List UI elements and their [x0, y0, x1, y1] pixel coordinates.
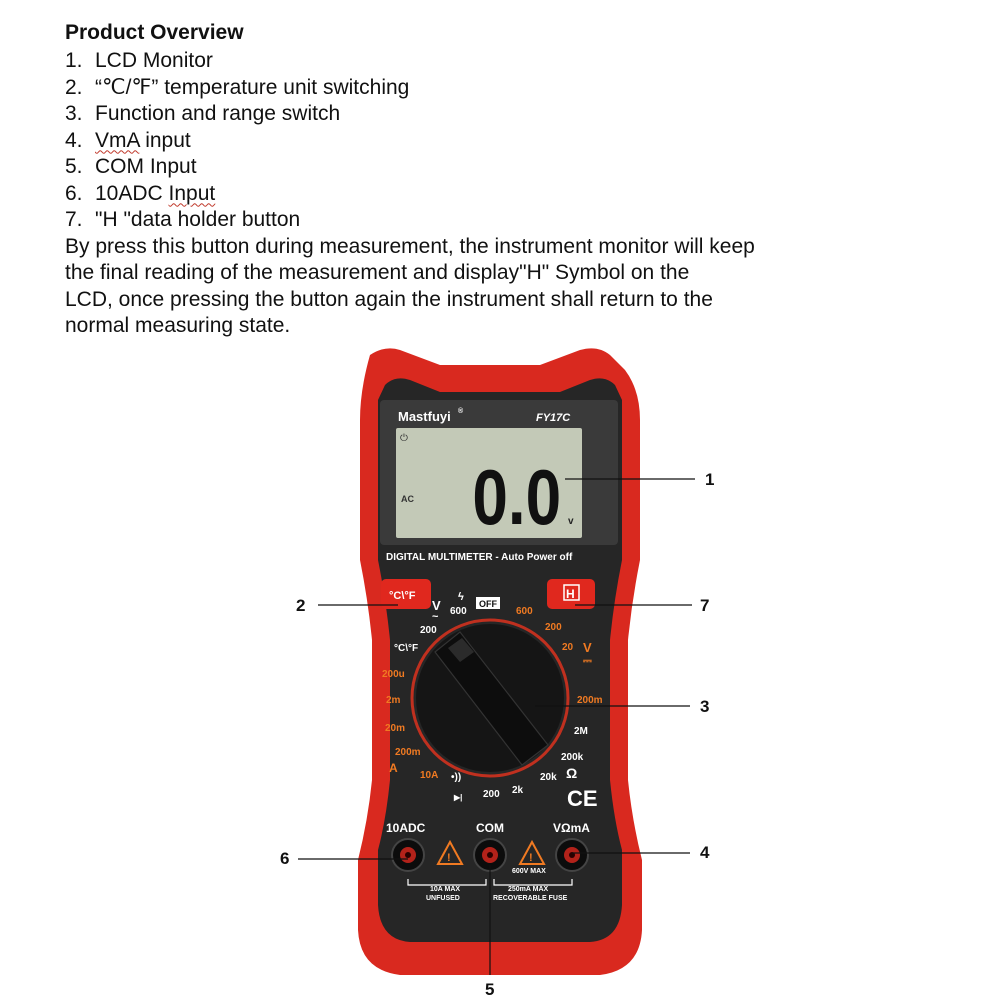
paragraph-line: the final reading of the measurement and…: [65, 261, 690, 284]
model-label: FY17C: [536, 412, 571, 424]
overview-text: Product Overview 1.LCD Monitor 2.“℃/℉” t…: [65, 20, 965, 340]
dial-label-temp: °C\°F: [394, 643, 418, 654]
dial-label-r20k: 20k: [540, 772, 557, 783]
callout-7: 7: [700, 596, 709, 615]
brand-label: Mastfuyi: [398, 409, 451, 424]
lcd-power-icon: ⏻: [400, 433, 408, 444]
dial-label-r200: 200: [483, 789, 500, 800]
callout-5: 5: [485, 980, 494, 999]
lcd-reading: 0.0: [472, 454, 561, 541]
dial-label-v-ac-sym: ~: [432, 611, 439, 623]
temp-unit-button[interactable]: [381, 579, 431, 609]
callout-6: 6: [280, 849, 289, 868]
callout-4: 4: [700, 843, 710, 862]
hold-button[interactable]: [547, 579, 595, 609]
dial-label-600-ac: 600: [450, 606, 467, 617]
hold-button-frame: [563, 584, 580, 601]
dial-label-2m: 2m: [386, 695, 401, 706]
strip-label: DIGITAL MULTIMETER - Auto Power off: [386, 552, 573, 563]
dial-label-r2m: 2M: [574, 726, 588, 737]
ce-mark: CE: [567, 786, 598, 811]
dial-label-200-ac: 200: [420, 625, 437, 636]
dial-pointer: [448, 638, 474, 662]
dial-label-v-ac: V: [432, 598, 441, 613]
off-badge: [476, 597, 500, 609]
callout-2: 2: [296, 596, 305, 615]
hold-button-label: H: [566, 587, 575, 601]
bracket-250ma: [493, 879, 573, 886]
lcd-unit: v: [568, 516, 574, 527]
warning-250ma: 250mA MAX: [508, 886, 549, 893]
jack-label-com: COM: [476, 821, 504, 835]
warning-10a-sub: UNFUSED: [426, 895, 460, 902]
dial-label-200u: 200u: [382, 669, 405, 680]
hold-description: By press this button during measurement,…: [65, 234, 965, 340]
dial-label-diode: ▶|: [453, 793, 462, 802]
dial-label-10a: 10A: [420, 770, 438, 781]
lightning-icon: ϟ: [458, 591, 464, 603]
list-item: 3.Function and range switch: [65, 102, 341, 125]
list-item: 5.COM Input: [65, 155, 197, 178]
warning-10a: 10A MAX: [430, 886, 460, 893]
list-item: 1.LCD Monitor: [65, 49, 213, 72]
brand-mark: ®: [458, 407, 464, 415]
dial-label-a: A: [389, 761, 398, 775]
dial-label-ohm: Ω: [566, 765, 577, 781]
dial-label-20-dc: 20: [562, 642, 574, 653]
jack-com[interactable]: [473, 838, 507, 872]
list-item: 7."H "data holder button: [65, 208, 301, 231]
dial-label-200-dc: 200: [545, 622, 562, 633]
dial-label-600-dc: 600: [516, 606, 533, 617]
jack-vma[interactable]: [555, 838, 589, 872]
dial-label-200m-a: 200m: [395, 747, 421, 758]
list-item: 6.10ADC Input: [65, 181, 216, 205]
dial-label-off: OFF: [479, 599, 497, 609]
bracket-10a: [407, 879, 487, 886]
svg-text:!: !: [529, 852, 533, 864]
dial-label-continuity: •)): [451, 772, 461, 783]
warning-icon: !: [436, 839, 464, 865]
lcd-screen: [396, 428, 582, 538]
svg-text:!: !: [447, 852, 451, 864]
lcd-ac-indicator: AC: [401, 494, 414, 504]
dial-label-r200k: 200k: [561, 752, 584, 763]
dial-label-v-dc-sym: ⎓: [583, 655, 592, 667]
paragraph-line: By press this button during measurement,…: [65, 234, 755, 258]
paragraph-line: normal measuring state.: [65, 314, 291, 337]
dial-ring: [410, 618, 570, 778]
callout-3: 3: [700, 697, 709, 716]
dial-label-r2k: 2k: [512, 785, 524, 796]
jack-10adc[interactable]: [391, 838, 425, 872]
temp-unit-button-label: °C\°F: [389, 590, 416, 602]
list-item: 4.VmA input: [65, 128, 191, 152]
warning-250ma-sub: RECOVERABLE FUSE: [493, 895, 568, 902]
warning-600v: 600V MAX: [512, 868, 546, 875]
warning-icon: !: [518, 839, 546, 865]
feature-list: 1.LCD Monitor 2.“℃/℉” temperature unit s…: [65, 48, 965, 234]
paragraph-line: LCD, once pressing the button again the …: [65, 287, 713, 311]
list-item: 2.“℃/℉” temperature unit switching: [65, 75, 410, 99]
dial-label-20m: 20m: [385, 723, 405, 734]
jack-label-10adc: 10ADC: [386, 821, 426, 835]
overview-heading: Product Overview: [65, 21, 244, 44]
dial-label-v-dc: V: [583, 640, 592, 655]
dial-knob: [434, 631, 549, 766]
dial-label-200m: 200m: [577, 695, 603, 706]
jack-label-vma: VΩmA: [553, 821, 590, 835]
callout-1: 1: [705, 470, 714, 489]
